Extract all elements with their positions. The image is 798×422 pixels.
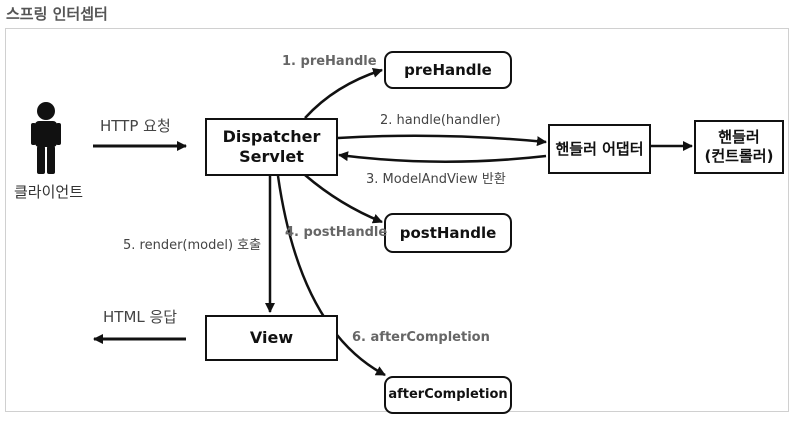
handler-box: 핸들러 (컨트롤러) [694, 120, 784, 174]
view-box: View [205, 315, 338, 361]
step6-label: 6. afterCompletion [352, 330, 490, 345]
prehandle-box: preHandle [384, 51, 512, 89]
dispatcher-servlet-box: Dispatcher Servlet [205, 118, 338, 176]
http-request-label: HTTP 요청 [100, 117, 171, 135]
step4-label: 4. postHandle [285, 225, 388, 240]
step5-label: 5. render(model) 호출 [123, 238, 262, 253]
arrow-handle [337, 134, 547, 147]
step2-label: 2. handle(handler) [380, 113, 501, 128]
step3-label: 3. ModelAndView 반환 [366, 172, 506, 187]
handler-line2: (컨트롤러) [704, 147, 774, 165]
arrow-aftercompletion [276, 175, 386, 377]
arrow-posthandle [304, 174, 383, 224]
client-label: 클라이언트 [14, 183, 84, 201]
html-response-label: HTML 응답 [103, 308, 178, 326]
posthandle-box: postHandle [384, 213, 512, 253]
page-title: 스프링 인터셉터 [6, 5, 108, 23]
arrow-modelandview [338, 151, 547, 164]
dispatcher-line1: Dispatcher [222, 127, 321, 146]
handler-adapter-box: 핸들러 어댑터 [548, 124, 651, 174]
step1-label: 1. preHandle [282, 54, 377, 69]
handler-line1: 핸들러 [718, 128, 760, 147]
aftercompletion-box: afterCompletion [384, 376, 512, 414]
person-icon [31, 102, 61, 174]
dispatcher-line2: Servlet [239, 147, 304, 166]
arrow-prehandle [304, 67, 383, 119]
